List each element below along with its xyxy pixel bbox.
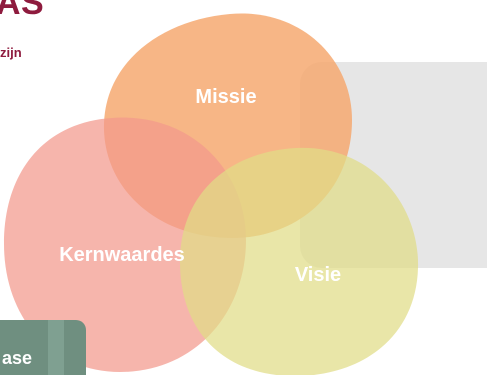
bottom-tab-stripe [48,320,64,375]
bottom-tab: ase [0,320,86,375]
logo-tagline: zijn [0,45,22,60]
label-missie: Missie [195,86,256,108]
circle-kernwaardes [4,117,246,372]
label-kernwaardes: Kernwaardes [59,244,185,266]
logo-text: AS [0,0,45,22]
label-visie: Visie [295,264,341,286]
bottom-tab-label: ase [2,348,33,368]
circle-visie [180,147,419,375]
